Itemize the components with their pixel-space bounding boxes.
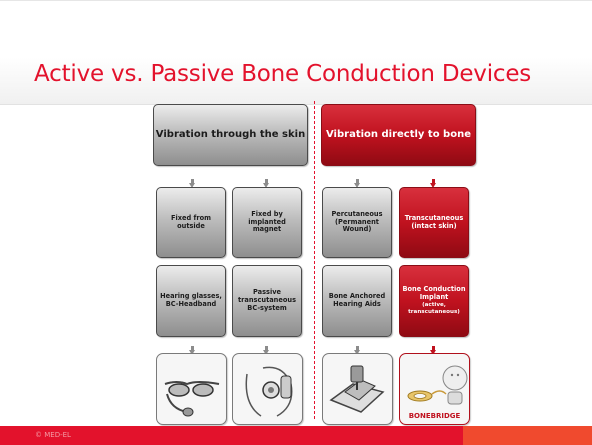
implant-note-label: (active, transcutaneous) <box>408 302 460 315</box>
arrow-down-icon <box>430 346 436 355</box>
passive-header-box: Vibration through the skin <box>153 104 308 166</box>
implant-title-label: Bone Conduction Implant <box>402 285 466 302</box>
active-header-box: Vibration directly to bone <box>321 104 476 166</box>
arrow-down-icon <box>430 179 436 188</box>
baha-box: Bone Anchored Hearing Aids <box>322 265 392 337</box>
footer-accent <box>463 426 592 445</box>
hearing-glasses-label: Hearing glasses, BC-Headband <box>160 292 222 308</box>
hearing-glasses-image <box>156 353 227 425</box>
transcutaneous-label: Transcutaneous (intact skin) <box>404 213 464 230</box>
arrow-down-icon <box>354 346 360 355</box>
bonebridge-image: BONEBRIDGE <box>399 353 470 425</box>
transcutaneous-box: Transcutaneous (intact skin) <box>399 187 469 258</box>
bonebridge-label: BONEBRIDGE <box>408 412 461 420</box>
arrow-down-icon <box>354 179 360 188</box>
passive-implant-image <box>232 353 303 425</box>
slide-title: Active vs. Passive Bone Conduction Devic… <box>34 61 532 87</box>
percutaneous-box: Percutaneous (Permanent Wound) <box>322 187 392 258</box>
fixed-outside-label: Fixed from outside <box>170 213 212 230</box>
fixed-magnet-box: Fixed by implanted magnet <box>232 187 302 258</box>
title-area <box>0 1 592 104</box>
arrow-down-icon <box>189 346 195 355</box>
passive-transcutaneous-label: Passive transcutaneous BC-system <box>238 288 296 312</box>
passive-transcutaneous-box: Passive transcutaneous BC-system <box>232 265 302 337</box>
passive-header-label: Vibration through the skin <box>155 129 306 140</box>
baha-image <box>322 353 393 425</box>
hearing-glasses-box: Hearing glasses, BC-Headband <box>156 265 226 337</box>
baha-label: Bone Anchored Hearing Aids <box>328 292 386 308</box>
bone-conduction-implant-box: Bone Conduction Implant (active, transcu… <box>399 265 469 337</box>
arrow-down-icon <box>263 346 269 355</box>
footer-copyright: © MED-EL <box>35 431 71 439</box>
active-header-label: Vibration directly to bone <box>325 129 471 140</box>
fixed-magnet-label: Fixed by implanted magnet <box>248 209 286 234</box>
arrow-down-icon <box>189 179 195 188</box>
arrow-down-icon <box>263 179 269 188</box>
footer-bar: © MED-EL <box>0 426 592 445</box>
percutaneous-label: Percutaneous (Permanent Wound) <box>331 209 383 234</box>
column-divider <box>314 101 315 419</box>
fixed-outside-box: Fixed from outside <box>156 187 226 258</box>
